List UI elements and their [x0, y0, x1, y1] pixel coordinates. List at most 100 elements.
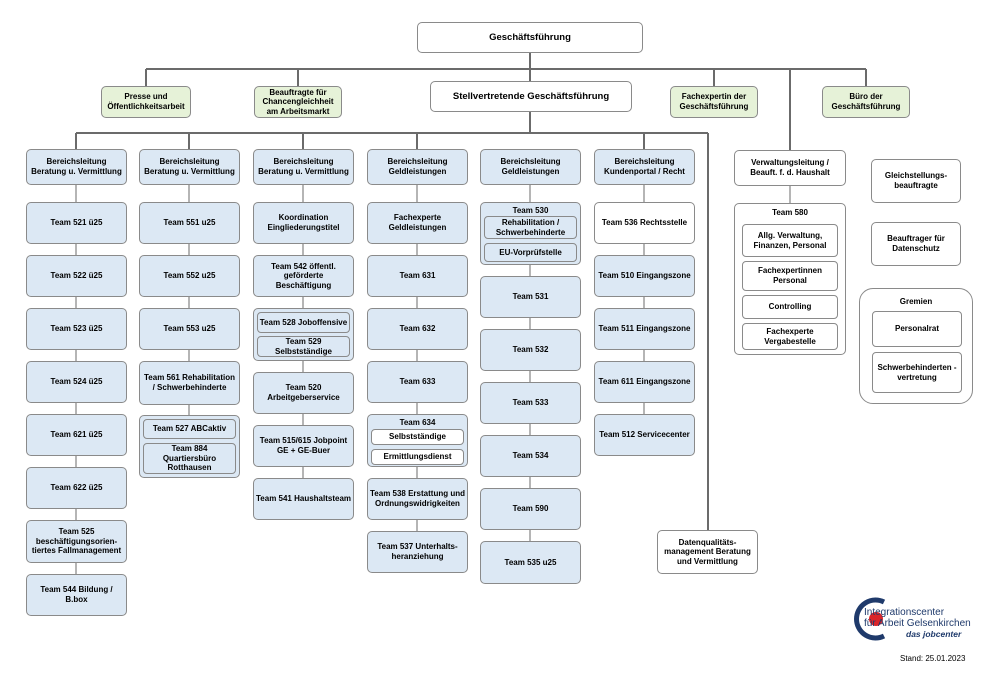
- gleichstellung-box: Gleichstellungs-beauftragte: [871, 159, 961, 203]
- box-label: Team 524 ü25: [50, 377, 103, 387]
- box-label: Team 590: [512, 504, 549, 514]
- box-label: Bereichsleitung Beratung u. Vermittlung: [31, 157, 122, 176]
- col3-group: Team 528 Joboffensive Team 529 Selbststä…: [253, 308, 354, 361]
- box-label: Bereichsleitung Kundenportal / Recht: [604, 157, 685, 176]
- box-label: Gleichstellungs-beauftragte: [884, 171, 948, 190]
- group-item: Team 527 ABCaktiv: [143, 419, 236, 439]
- box-label: Selbstständige: [389, 432, 446, 442]
- box-label: Team 535 u25: [504, 557, 557, 567]
- jobcenter-logo: Integrationscenter für Arbeit Gelsenkirc…: [846, 594, 986, 644]
- col4-item: Team 632: [367, 308, 468, 350]
- box-label: Team 561 Rehabilitation / Schwerbehinder…: [144, 373, 235, 392]
- box-label: Team 512 Servicecenter: [599, 430, 690, 440]
- col2-group: Team 527 ABCaktiv Team 884 Quartiersbüro…: [139, 415, 240, 478]
- box-label: Schwerbehinderten -vertretung: [877, 362, 957, 382]
- col4-group: Team 634 Selbstständige Ermittlungsdiens…: [367, 414, 468, 467]
- col6-team: Team 510 Eingangszone: [594, 255, 695, 297]
- group-item: Fachexperte Vergabestelle: [742, 323, 838, 350]
- box-label: Team 884 Quartiersbüro Rotthausen: [162, 444, 217, 473]
- col1-team: Team 622 ü25: [26, 467, 127, 509]
- box-label: Team 538 Erstattung und Ordnungswidrigke…: [370, 489, 465, 508]
- box-label: Controlling: [768, 302, 812, 312]
- box-label: Presse und Öffentlichkeitsarbeit: [107, 92, 185, 111]
- box-label: Fachexperte Geldleistungen: [388, 213, 447, 232]
- col5-group: Team 530 Rehabilitation / Schwerbehinder…: [480, 202, 581, 265]
- box-label: Team 631: [399, 271, 436, 281]
- col4-item: Team 631: [367, 255, 468, 297]
- box-label: Team 632: [399, 324, 436, 334]
- box-label: Bereichsleitung Beratung u. Vermittlung: [258, 157, 349, 176]
- col2-team: Team 551 u25: [139, 202, 240, 244]
- col1-team: Team 521 ü25: [26, 202, 127, 244]
- team580-group: Team 580 Allg. Verwaltung, Finanzen, Per…: [734, 203, 846, 355]
- col2-team: Team 553 u25: [139, 308, 240, 350]
- box-label: Beauftragte für Chancengleichheit am Arb…: [262, 87, 334, 116]
- col3-item: Team 520 Arbeitgeberservice: [253, 372, 354, 414]
- box-label: Team 542 öffentl. geförderte Beschäftigu…: [271, 261, 336, 290]
- box-label: Team 544 Bildung / B.box: [40, 585, 113, 604]
- group-title: Gremien: [899, 297, 933, 306]
- box-label: Team 541 Haushaltsteam: [256, 494, 352, 504]
- box-label: Bereichsleitung Geldleistungen: [500, 157, 561, 176]
- col1-team: Team 522 ü25: [26, 255, 127, 297]
- col5-team: Team 535 u25: [480, 541, 581, 584]
- col4-head: Bereichsleitung Geldleistungen: [367, 149, 468, 185]
- box-label: Büro der Geschäftsführung: [831, 92, 901, 111]
- col1-team: Team 621 ü25: [26, 414, 127, 456]
- group-title: Team 580: [772, 208, 808, 217]
- box-label: Rehabilitation / Schwerbehinderte: [495, 217, 566, 237]
- box-label: Ermittlungsdienst: [383, 452, 452, 462]
- box-label: Allg. Verwaltung, Finanzen, Personal: [753, 230, 827, 250]
- box-label: Team 532: [512, 345, 549, 355]
- col6-team: Team 536 Rechtsstelle: [594, 202, 695, 244]
- box-label: Team 534: [512, 451, 549, 461]
- logo-mark-icon: [854, 597, 886, 641]
- col3-item: Team 542 öffentl. geförderte Beschäftigu…: [253, 255, 354, 297]
- col1-team: Team 524 ü25: [26, 361, 127, 403]
- box-label: Team 552 u25: [163, 271, 216, 281]
- box-label: Beauftrager für Datenschutz: [887, 234, 945, 253]
- box-label: Fachexpertin der Geschäftsführung: [679, 92, 749, 111]
- box-label: Team 522 ü25: [50, 271, 103, 281]
- box-label: EU-Vorprüfstelle: [499, 247, 562, 257]
- group-title: Team 530: [512, 206, 549, 215]
- geschaeftsfuehrung-box: Geschäftsführung: [417, 22, 643, 53]
- group-item: Selbstständige: [371, 429, 464, 445]
- box-label: Team 528 Joboffensive: [259, 317, 348, 327]
- box-label: Team 622 ü25: [50, 483, 103, 493]
- col4-item: Fachexperte Geldleistungen: [367, 202, 468, 244]
- box-label: Team 533: [512, 398, 549, 408]
- col5-team: Team 532: [480, 329, 581, 371]
- col4-item: Team 538 Erstattung und Ordnungswidrigke…: [367, 478, 468, 520]
- group-item: Allg. Verwaltung, Finanzen, Personal: [742, 224, 838, 257]
- gremien-group: Gremien Personalrat Schwerbehinderten -v…: [859, 288, 973, 404]
- col4-item: Team 633: [367, 361, 468, 403]
- col3-head: Bereichsleitung Beratung u. Vermittlung: [253, 149, 354, 185]
- logo-line1: Integrationscenter: [864, 607, 945, 618]
- box-label: Fachexperte Vergabestelle: [764, 326, 816, 346]
- group-item: Rehabilitation / Schwerbehinderte: [484, 216, 577, 239]
- col2-team: Team 552 u25: [139, 255, 240, 297]
- col1-team: Team 523 ü25: [26, 308, 127, 350]
- box-label: Team 520 Arbeitgeberservice: [267, 383, 340, 402]
- col6-team: Team 611 Eingangszone: [594, 361, 695, 403]
- box-label: Team 523 ü25: [50, 324, 103, 334]
- group-item: Controlling: [742, 295, 838, 319]
- box-label: Team 510 Eingangszone: [598, 271, 691, 281]
- box-label: Geschäftsführung: [489, 31, 571, 43]
- col6-team: Team 511 Eingangszone: [594, 308, 695, 350]
- box-label: Team 525 beschäftigungsorien-tiertes Fal…: [31, 527, 122, 556]
- col3-item: Team 515/615 Jobpoint GE + GE-Buer: [253, 425, 354, 467]
- group-item: Team 528 Joboffensive: [257, 312, 350, 333]
- fachexpertin-box: Fachexpertin der Geschäftsführung: [670, 86, 758, 118]
- group-item: Personalrat: [872, 311, 962, 347]
- box-label: Team 536 Rechtsstelle: [601, 218, 688, 228]
- box-label: Team 551 u25: [163, 218, 216, 228]
- col1-team: Team 544 Bildung / B.box: [26, 574, 127, 616]
- buero-box: Büro der Geschäftsführung: [822, 86, 910, 118]
- box-label: Fachexpertinnen Personal: [757, 266, 822, 285]
- group-item: EU-Vorprüfstelle: [484, 243, 577, 262]
- box-label: Bereichsleitung Beratung u. Vermittlung: [144, 157, 235, 176]
- col4-item: Team 537 Unterhalts-heranziehung: [367, 531, 468, 573]
- box-label: Verwaltungsleitung / Beauft. f. d. Haush…: [750, 158, 830, 177]
